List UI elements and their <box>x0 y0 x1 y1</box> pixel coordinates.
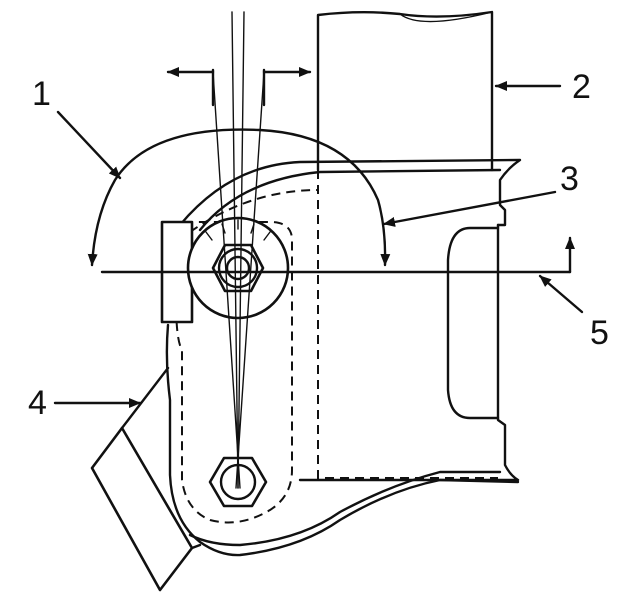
reference-line <box>100 236 575 274</box>
strut-bracket <box>165 158 522 557</box>
callout-4: 4 <box>28 384 47 422</box>
callout-2: 2 <box>572 68 591 106</box>
upper-bolt <box>186 216 290 320</box>
strut-tube <box>316 10 494 172</box>
callout-1: 1 <box>32 75 51 113</box>
camber-sight-lines <box>212 11 265 489</box>
hub-segment <box>90 366 202 592</box>
callout-leaders <box>53 81 584 408</box>
callout-3: 3 <box>560 160 579 198</box>
callout-5: 5 <box>590 314 609 352</box>
adjustment-arrows-horizontal <box>166 67 312 107</box>
